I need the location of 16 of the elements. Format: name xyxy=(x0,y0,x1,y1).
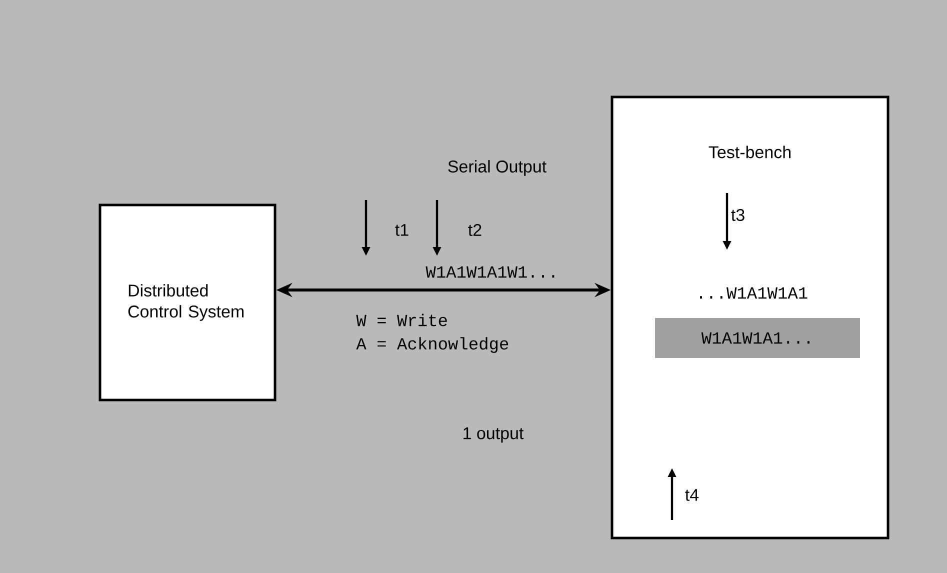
process-box xyxy=(98,204,276,402)
text-label: t4 xyxy=(685,489,699,501)
box-label: Distributed Control System xyxy=(128,284,244,321)
text-label: A = Acknowledge xyxy=(356,337,508,353)
box-heading: Test-bench xyxy=(708,146,790,158)
text-label: t3 xyxy=(731,208,744,222)
text-label: Serial Output xyxy=(448,160,546,176)
text-label: t2 xyxy=(468,224,482,236)
text-label: ...W1A1W1A1 xyxy=(700,287,808,299)
text-label: W = Write xyxy=(356,314,447,326)
text-label: W1A1W1A1W1... xyxy=(426,266,554,278)
text-label: 1 output xyxy=(464,427,524,443)
text-label: t1 xyxy=(395,224,408,236)
highlight-band xyxy=(655,318,860,358)
process-box xyxy=(610,96,890,540)
band-text: W1A1W1A1... xyxy=(701,332,810,344)
